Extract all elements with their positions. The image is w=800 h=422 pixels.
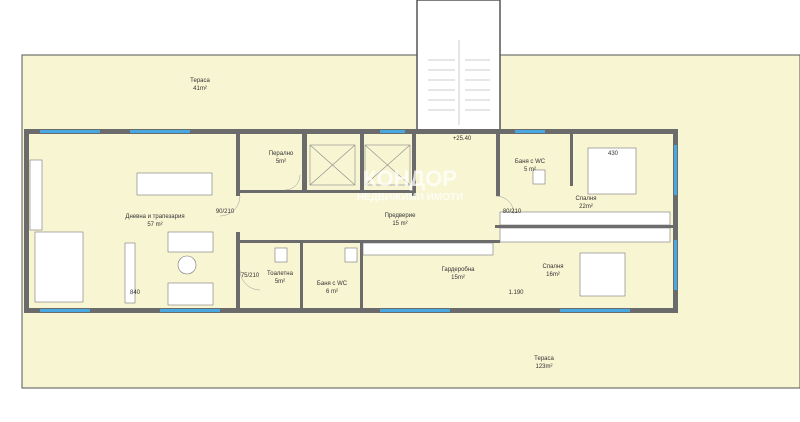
room-living-dining: Дневна и трапезария 57 m² xyxy=(125,213,184,229)
room-area: 41m² xyxy=(193,86,207,92)
shafts xyxy=(309,144,411,186)
dimension-door-living: 90/210 xyxy=(215,209,235,215)
room-name: Предверие xyxy=(384,213,416,219)
walls xyxy=(24,129,678,313)
room-area: 123m² xyxy=(535,364,553,370)
dining-table xyxy=(136,172,213,196)
wardrobe xyxy=(499,227,671,243)
dimension-bed: 430 xyxy=(607,151,619,157)
armchair xyxy=(34,231,84,303)
room-bathroom-1: Баня с WC 5 m² xyxy=(515,158,545,174)
room-name: Перално xyxy=(268,151,294,157)
doors xyxy=(219,174,515,291)
room-bedroom-1: Спалня 22m² xyxy=(576,195,597,211)
watermark-subtitle: НЕДВИЖИМИ ИМОТИ xyxy=(356,192,464,203)
room-hallway: Предверие 15 m² xyxy=(385,212,416,228)
room-bathroom-2: Баня с WC 6 m² xyxy=(317,280,347,296)
furniture xyxy=(29,147,671,306)
room-area: 16m² xyxy=(546,272,560,278)
room-laundry: Перално 5m² xyxy=(269,150,293,166)
room-toilet: Тоалетна 5m² xyxy=(267,270,293,286)
room-terrace-south: Тераса 123m² xyxy=(534,355,554,371)
room-area: 5m² xyxy=(274,279,286,285)
dimension-living: 840 xyxy=(129,290,141,296)
room-area: 22m² xyxy=(579,204,593,210)
room-wardrobe: Гардеробна 15m² xyxy=(441,266,474,282)
kitchen-counter xyxy=(29,159,43,231)
sofa xyxy=(167,231,214,253)
room-name: Дневна и трапезария xyxy=(125,214,185,220)
room-name: Баня с WC xyxy=(316,281,348,287)
room-name: Гардеробна xyxy=(441,267,475,273)
room-name: Спалня xyxy=(542,264,564,270)
room-area: 57 m² xyxy=(147,222,163,228)
room-area: 15 m² xyxy=(392,221,408,227)
dimension-door-toilet: 75/210 xyxy=(240,273,260,279)
room-bedroom-2: Спалня 16m² xyxy=(543,263,564,279)
room-area: 6 m² xyxy=(325,289,338,295)
bed xyxy=(587,147,637,195)
room-name: Баня с WC xyxy=(514,159,546,165)
dimension-door-bedroom: 80/210 xyxy=(502,209,522,215)
toilet xyxy=(344,247,358,263)
toilet xyxy=(274,247,288,263)
tv-unit xyxy=(124,242,136,304)
room-name: Тераса xyxy=(190,78,210,84)
bed xyxy=(579,252,626,297)
toilet xyxy=(532,169,546,185)
sofa xyxy=(167,282,214,306)
elevation-mark: +25.40 xyxy=(452,136,472,142)
room-area: 5 m² xyxy=(523,167,536,173)
wardrobe xyxy=(362,242,494,256)
room-area: 5m² xyxy=(275,159,287,165)
room-terrace-north: Тераса 41m² xyxy=(190,77,210,93)
coffee-table xyxy=(177,255,197,275)
room-area: 15m² xyxy=(451,275,465,281)
stairs xyxy=(428,40,490,125)
dimension-width: 1.190 xyxy=(508,290,524,296)
wardrobe xyxy=(499,211,671,226)
room-name: Спалня xyxy=(575,196,597,202)
room-name: Тераса xyxy=(534,356,554,362)
room-name: Тоалетна xyxy=(267,271,293,277)
watermark-logo: КОНДОР xyxy=(363,166,457,191)
